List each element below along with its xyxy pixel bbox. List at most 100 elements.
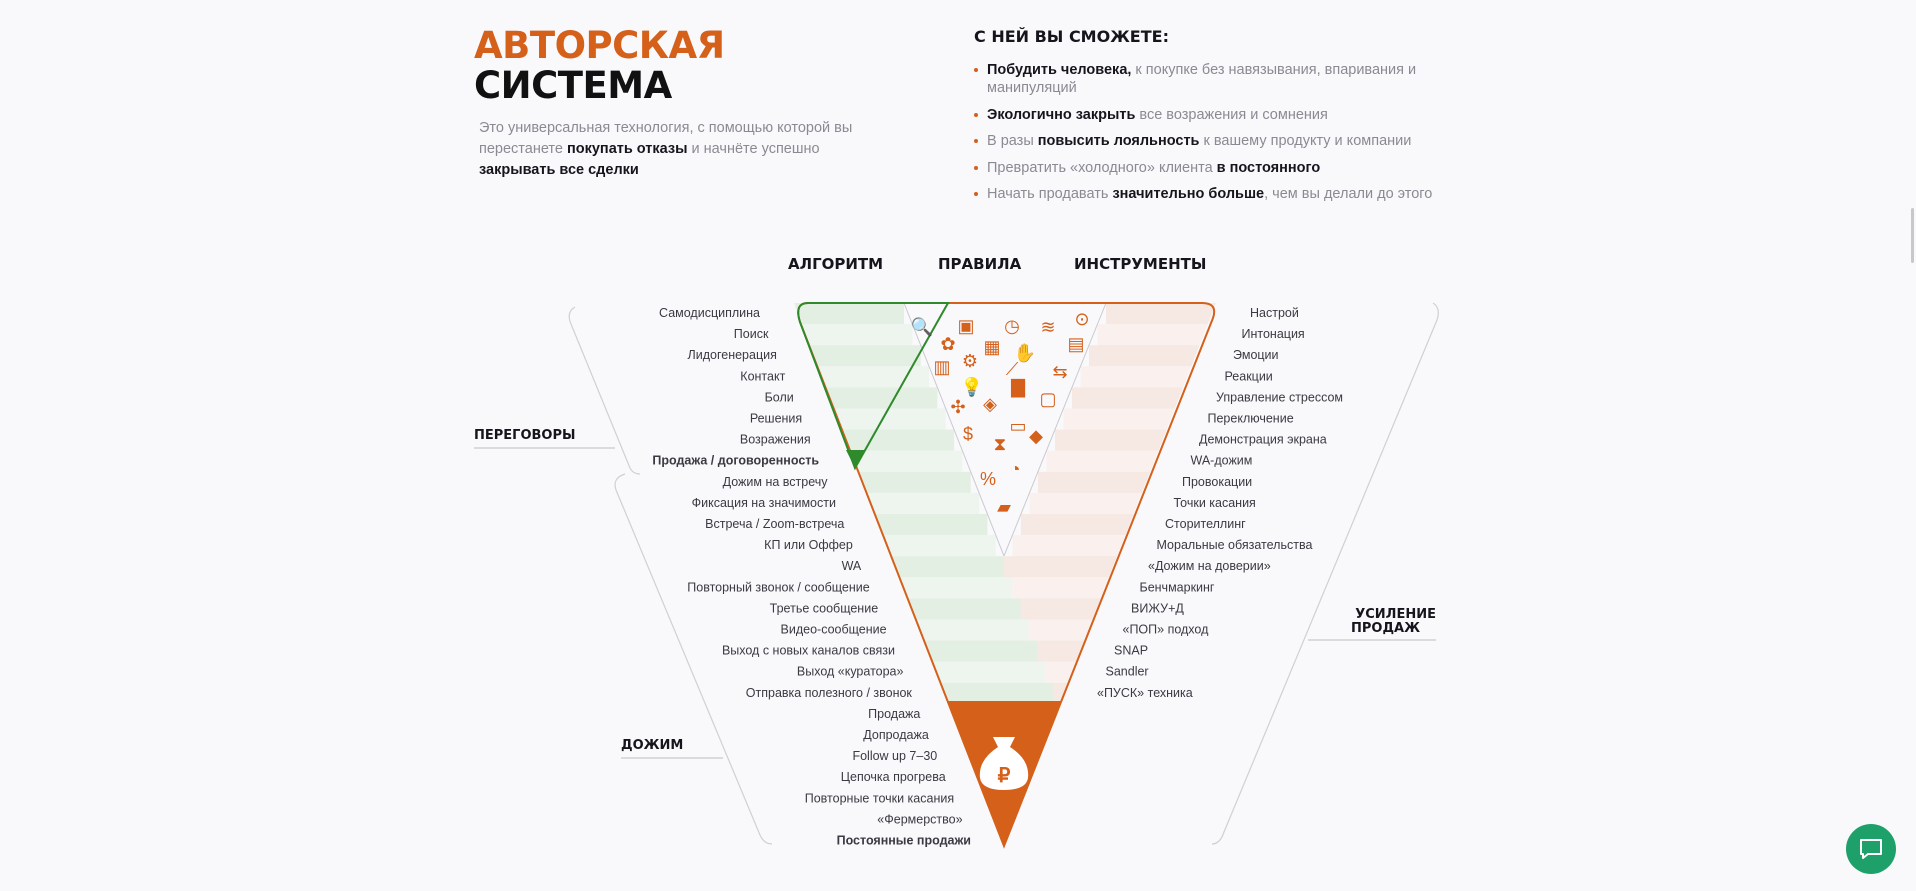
tool-label: Провокации	[1182, 475, 1252, 489]
chat-icon	[1860, 839, 1882, 859]
tool-label: Сторителлинг	[1165, 517, 1246, 531]
section-followup: ДОЖИМ	[621, 738, 683, 753]
column-header-algorithm: АЛГОРИТМ	[788, 255, 883, 273]
tool-label: «ПУСК» техника	[1097, 686, 1193, 700]
wedge-line	[1003, 302, 1107, 557]
tool-label: Эмоции	[1233, 348, 1279, 362]
algorithm-step-label: «Фермерство»	[877, 812, 962, 826]
tools-row-band	[1063, 408, 1216, 430]
tool-label: Демонстрация экрана	[1199, 433, 1327, 447]
benefit-text: к вашему продукту и компании	[1199, 133, 1412, 149]
pie-chart-icon: ◔	[1010, 459, 1021, 479]
algorithm-step-label: Дожим на встречу	[723, 475, 829, 489]
ruble-sign: ₽	[998, 765, 1011, 787]
chart-line-icon: ⟋	[1006, 359, 1019, 379]
section-sales-boost-1: УСИЛЕНИЕ	[1355, 607, 1436, 622]
tag-icon: ◆	[1029, 426, 1043, 446]
percent-icon: %	[980, 469, 996, 489]
money-icon: ▢	[1039, 389, 1056, 409]
tools-row-band	[1080, 366, 1216, 388]
page-title: АВТОРСКАЯ СИСТЕМА	[474, 26, 725, 106]
algorithm-step-label: Решения	[750, 412, 802, 426]
benefit-text: Начать продавать	[987, 186, 1113, 202]
benefit-item: Превратить «холодного» клиента в постоян…	[974, 159, 1444, 177]
tools-row-band	[1071, 387, 1216, 409]
tool-label: Переключение	[1208, 412, 1294, 426]
clock-icon: ◷	[1004, 316, 1020, 336]
title-line-2: СИСТЕМА	[474, 64, 672, 107]
algorithm-step-label: Контакт	[740, 369, 785, 383]
algorithm-step-label: Цепочка прогрева	[841, 770, 946, 784]
cycle-icon: ⚙	[962, 351, 978, 371]
algorithm-step-label: Самодисциплина	[659, 306, 760, 320]
algorithm-row-band	[794, 324, 913, 346]
algorithm-step-label: Повторные точки касания	[805, 791, 954, 805]
bracket-negotiations	[568, 306, 641, 475]
benefit-bold: в постоянного	[1216, 159, 1321, 176]
intro-text: Это универсальная технология, с помощью …	[479, 118, 859, 181]
tool-label: Управление стрессом	[1216, 390, 1343, 404]
layers-icon: ≋	[1040, 317, 1055, 337]
tool-label: SNAP	[1114, 644, 1148, 658]
bracket-followup	[614, 473, 773, 845]
algorithm-step-label: Фиксация на значимости	[692, 496, 836, 510]
algorithm-step-label: WA	[842, 559, 862, 573]
tools-list: НастройИнтонацияЭмоцииРеакцииУправление …	[1097, 306, 1343, 700]
clipboard-icon: ▤	[1067, 334, 1084, 354]
funnel-stripes	[794, 303, 1216, 704]
tool-label: Моральные обязательства	[1157, 538, 1313, 552]
algorithm-step-label: Возражения	[740, 433, 811, 447]
algorithm-step-label: Follow up 7–30	[852, 749, 937, 763]
algorithm-step-label: Лидогенерация	[688, 348, 777, 362]
tool-label: Точки касания	[1174, 496, 1256, 510]
rules-icons: 🔍▣◷≋⊙▤✿▦✋▥⚙⟋⇆💡▇▢✣◈▭$⧗◆◔%▰	[911, 309, 1090, 517]
tool-label: «Дожим на доверии»	[1148, 559, 1271, 573]
target-icon: ✿	[940, 334, 955, 354]
algorithm-step-label: Допродажа	[863, 728, 929, 742]
title-line-1: АВТОРСКАЯ	[474, 24, 725, 67]
tool-label: Реакции	[1225, 369, 1273, 383]
benefit-bold: повысить лояльность	[1037, 133, 1200, 149]
algorithm-step-label: Продажа	[868, 707, 920, 721]
tool-label: WA-дожим	[1191, 454, 1253, 468]
benefit-item: Побудить человека, к покупке без навязыв…	[974, 61, 1444, 97]
benefit-item: Начать продавать значительно больше, чем…	[974, 185, 1444, 203]
document-icon: ▥	[933, 357, 950, 377]
chat-icon: ▰	[997, 497, 1011, 517]
algorithm-step-label: Третье сообщение	[770, 601, 879, 615]
tools-row-band	[1097, 324, 1216, 346]
benefit-text: В разы	[987, 133, 1038, 149]
algorithm-tip	[846, 450, 865, 468]
wedge-line	[903, 302, 1005, 557]
intro-seg: Это универсальная технология, с помощью …	[479, 120, 853, 157]
benefit-text: , чем вы делали до этого	[1264, 186, 1433, 202]
algorithm-step-label: Видео-сообщение	[781, 623, 887, 637]
phone-icon: ◈	[983, 394, 997, 414]
chat-button[interactable]	[1846, 824, 1896, 874]
section-sales-boost-2: ПРОДАЖ	[1351, 621, 1420, 636]
algorithm-step-label: Повторный звонок / сообщение	[687, 580, 869, 594]
algorithm-step-label: Выход «куратора»	[797, 665, 904, 679]
toggle-icon: ⊙	[1074, 309, 1089, 329]
algorithm-step-label: Боли	[765, 390, 794, 404]
bulb-icon: 💡	[961, 376, 983, 397]
tool-label: Настрой	[1250, 306, 1299, 320]
benefit-text: к покупке без навязывания, впаривания и …	[987, 62, 1417, 96]
algorithm-row-band	[794, 345, 921, 367]
algorithm-step-label: Поиск	[734, 327, 769, 341]
benefits-list: Побудить человека, к покупке без навязыв…	[974, 61, 1444, 212]
algorithm-triangle	[797, 302, 950, 471]
algorithm-step-label: Выход с новых каналов связи	[722, 644, 895, 658]
column-header-rules: ПРАВИЛА	[938, 255, 1022, 273]
bracket-sales-boost	[1211, 302, 1439, 845]
algorithm-row-band	[794, 303, 904, 325]
scrollbar[interactable]	[1911, 208, 1914, 263]
algorithm-steps: СамодисциплинаПоискЛидогенерацияКонтактБ…	[652, 306, 971, 848]
search-icon: 🔍	[911, 315, 933, 337]
tool-label: Интонация	[1242, 327, 1305, 341]
tool-label: «ПОП» подход	[1123, 623, 1210, 637]
algorithm-step-label: КП или Оффер	[764, 538, 853, 552]
tool-label: Sandler	[1106, 665, 1149, 679]
tools-row-band	[1106, 303, 1216, 325]
